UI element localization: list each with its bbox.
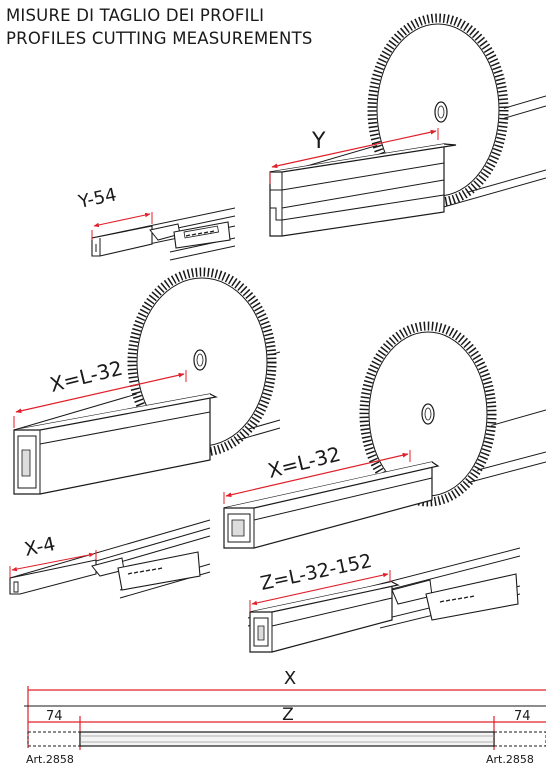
profile-icon — [269, 143, 457, 237]
title-english: PROFILES CUTTING MEASUREMENTS — [6, 29, 313, 48]
label-x-total: X — [284, 668, 296, 689]
label-left-article: Art.2858 — [26, 753, 74, 766]
label-left-offset: 74 — [46, 709, 63, 724]
label-x-l32-left: X=L-32 — [47, 356, 125, 397]
panel-z-cut: Z=L-32-152 — [247, 547, 521, 653]
cutter-icon — [391, 573, 519, 621]
label-x-l32-right: X=L-32 — [265, 442, 343, 483]
cutter-icon — [91, 551, 201, 591]
title-italian: MISURE DI TAGLIO DEI PROFILI — [6, 6, 265, 25]
label-y: Y — [311, 129, 326, 154]
label-z-span: Z — [282, 705, 294, 725]
profile-icon — [13, 393, 218, 495]
panel-x-l32-left: X=L-32 — [13, 267, 281, 495]
panel-y-cut: Y — [269, 13, 546, 237]
panel-x4-cut: X-4 — [9, 519, 211, 599]
label-x-4: X-4 — [22, 533, 57, 561]
dimension-bar: X Z 74 74 Art.2858 Art.2858 — [24, 668, 546, 766]
label-y-54: Y-54 — [76, 184, 119, 213]
cutter-icon — [149, 221, 231, 249]
label-right-offset: 74 — [514, 709, 531, 724]
label-z: Z=L-32-152 — [258, 550, 373, 595]
profile-icon — [223, 461, 440, 549]
label-right-article: Art.2858 — [486, 753, 534, 766]
panel-y54-cut: Y-54 — [76, 184, 236, 261]
